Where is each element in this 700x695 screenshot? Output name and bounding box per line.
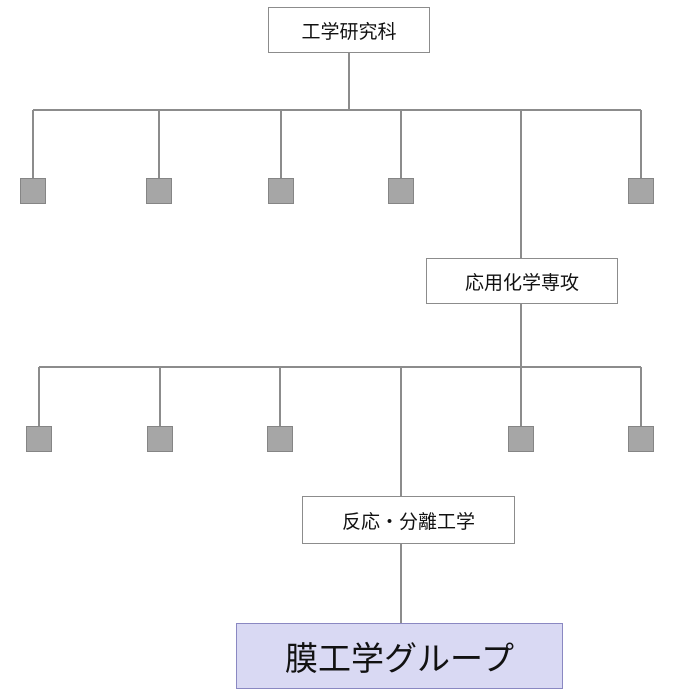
org-node xyxy=(268,178,294,204)
org-node xyxy=(267,426,293,452)
department-node: 応用化学専攻 xyxy=(426,258,618,304)
org-node xyxy=(508,426,534,452)
department-node-label: 応用化学専攻 xyxy=(464,271,579,294)
root-node-label: 工学研究科 xyxy=(301,20,397,43)
org-node xyxy=(26,426,52,452)
root-node-graduate-school: 工学研究科 xyxy=(268,7,430,53)
org-node xyxy=(628,178,654,204)
org-node xyxy=(628,426,654,452)
division-node: 反応・分離工学 xyxy=(302,496,515,544)
division-node-label: 反応・分離工学 xyxy=(341,510,475,533)
org-node xyxy=(20,178,46,204)
group-node-highlighted: 膜工学グループ xyxy=(236,623,563,689)
org-node xyxy=(147,426,173,452)
org-node xyxy=(388,178,414,204)
group-node-label: 膜工学グループ xyxy=(284,639,515,678)
org-node xyxy=(146,178,172,204)
